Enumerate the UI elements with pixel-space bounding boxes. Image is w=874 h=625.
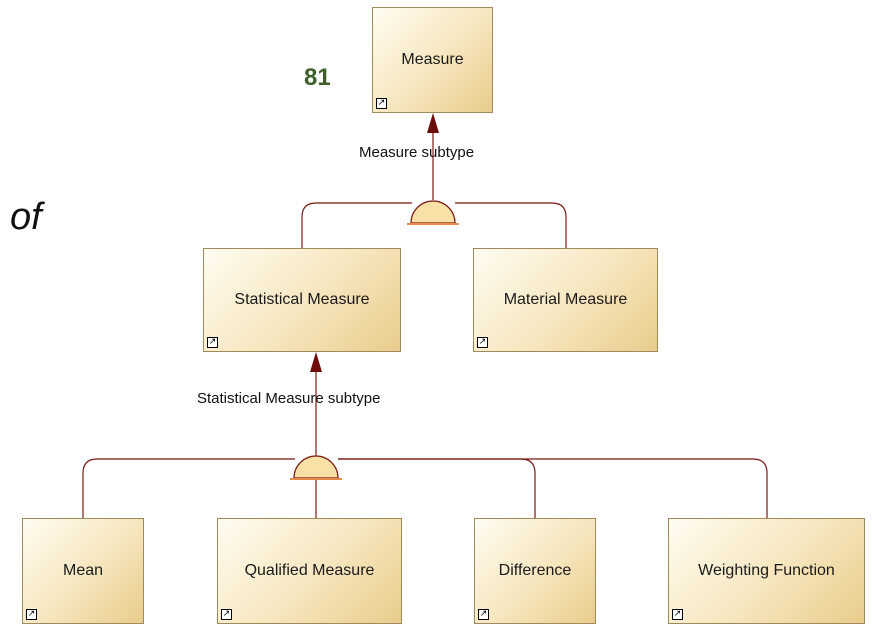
side-text: of	[10, 196, 42, 238]
entity-measure[interactable]: Measure ↗	[372, 7, 493, 113]
entity-mean[interactable]: Mean ↗	[22, 518, 144, 624]
entity-difference[interactable]: Difference ↗	[474, 518, 596, 624]
entity-label: Statistical Measure	[234, 291, 370, 308]
shortcut-arrow-icon: ↗	[221, 609, 232, 620]
connector-to-material-measure	[455, 202, 567, 248]
connector-to-difference	[338, 458, 536, 518]
connector-to-statistical-measure	[301, 202, 412, 248]
arrowhead-to-statistical-measure	[310, 352, 322, 372]
subtype-symbol-measure[interactable]	[407, 200, 459, 225]
entity-label: Weighting Function	[698, 562, 835, 579]
entity-label: Material Measure	[503, 291, 628, 308]
entity-material-measure[interactable]: Material Measure ↗	[473, 248, 658, 352]
connector-to-weighting-function	[338, 458, 768, 518]
shortcut-arrow-icon: ↗	[26, 609, 37, 620]
connector-to-mean	[82, 458, 295, 518]
entity-label: Measure	[401, 51, 464, 68]
arrowhead-to-measure	[427, 113, 439, 133]
entity-statistical-measure[interactable]: Statistical Measure ↗	[203, 248, 401, 352]
entity-qualified-measure[interactable]: Qualified Measure ↗	[217, 518, 402, 624]
entity-weighting-function[interactable]: Weighting Function ↗	[668, 518, 865, 624]
shortcut-arrow-icon: ↗	[477, 337, 488, 348]
relation-label-measure-subtype: Measure subtype	[359, 144, 475, 161]
shortcut-arrow-icon: ↗	[478, 609, 489, 620]
entity-label: Difference	[498, 562, 572, 579]
shortcut-arrow-icon: ↗	[207, 337, 218, 348]
entity-label: Qualified Measure	[244, 562, 375, 579]
page-number: 81	[304, 64, 331, 91]
subtype-symbol-statistical-measure[interactable]	[290, 455, 342, 480]
relation-label-statistical-measure-subtype: Statistical Measure subtype	[197, 390, 381, 407]
shortcut-arrow-icon: ↗	[376, 98, 387, 109]
entity-label: Mean	[62, 562, 104, 579]
shortcut-arrow-icon: ↗	[672, 609, 683, 620]
